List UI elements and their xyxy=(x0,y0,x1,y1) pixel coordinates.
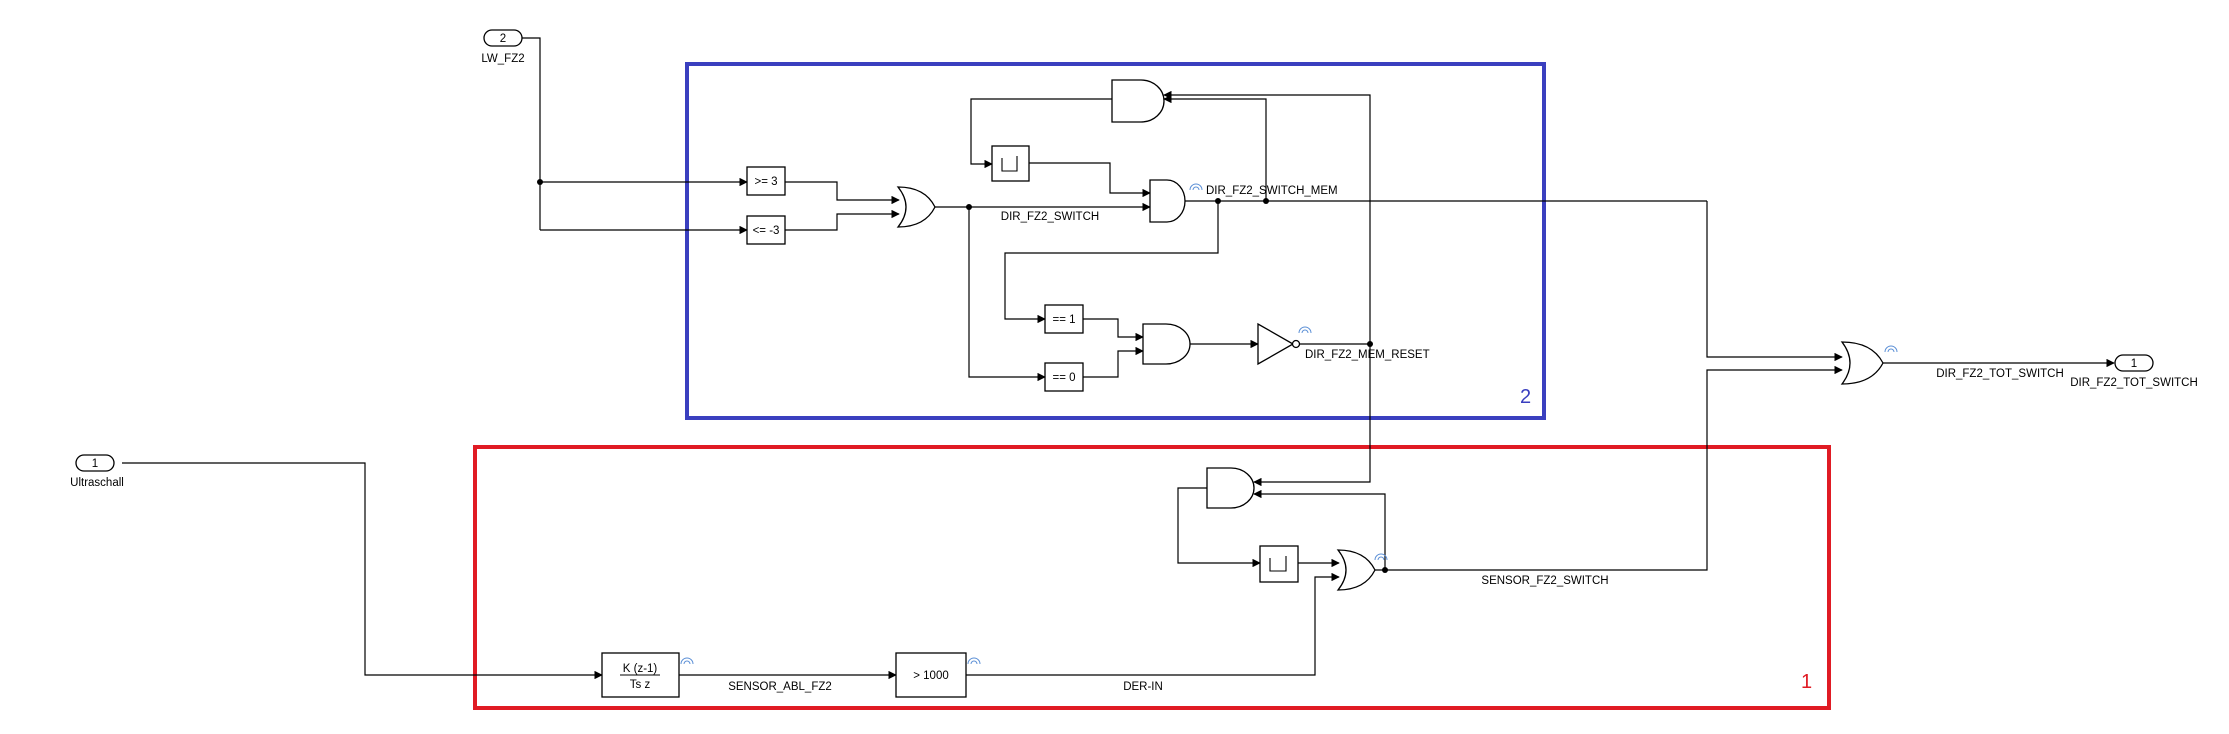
delay-1-icon xyxy=(1001,156,1018,172)
derivative-denominator: Ts z xyxy=(630,679,651,691)
and-gate-1[interactable] xyxy=(1149,179,1186,223)
outport-tot-label: DIR_FZ2_TOT_SWITCH xyxy=(2070,377,2198,389)
compare-ge3-label: >= 3 xyxy=(754,176,777,188)
outport-tot-number: 1 xyxy=(2131,358,2137,370)
delay-2-icon xyxy=(1269,556,1287,572)
signal-der-in[interactable]: DER-IN xyxy=(1123,681,1163,693)
signal-sensor-abl[interactable]: SENSOR_ABL_FZ2 xyxy=(728,681,832,693)
wire-reset-bottom-and xyxy=(1253,344,1371,487)
unit-delay-1[interactable] xyxy=(991,145,1030,182)
and-gate-bottom[interactable] xyxy=(1206,467,1255,509)
inport-ultra-label: Ultraschall xyxy=(70,477,124,489)
wire-eq0-and2 xyxy=(1083,346,1144,378)
compare-gt1000-label: > 1000 xyxy=(913,670,949,682)
wire-mem-to-or-final xyxy=(1706,201,1843,362)
junction-mem-b xyxy=(1263,198,1269,204)
wire-der-in xyxy=(966,572,1340,676)
wire-sensor-switch xyxy=(1375,365,1843,571)
signal-log-icon xyxy=(680,183,1898,665)
wire-lw-down xyxy=(522,37,541,230)
signal-dir-mem-reset[interactable]: DIR_FZ2_MEM_RESET xyxy=(1305,349,1430,361)
wire-mem-eq1 xyxy=(1004,201,1219,324)
compare-gt1000[interactable] xyxy=(895,652,967,698)
area-red-number: 1 xyxy=(1801,671,1812,693)
not-gate[interactable] xyxy=(1257,322,1295,366)
signal-dir-switch[interactable]: DIR_FZ2_SWITCH xyxy=(1001,211,1099,223)
area-blue-number: 2 xyxy=(1520,386,1531,408)
compare-eq0[interactable] xyxy=(1044,362,1084,392)
unit-delay-2[interactable] xyxy=(1259,545,1299,583)
compare-le-neg3[interactable] xyxy=(746,215,786,245)
signal-sensor-switch[interactable]: SENSOR_FZ2_SWITCH xyxy=(1481,575,1608,587)
inport-ultra-number: 1 xyxy=(92,458,98,470)
junction-lw xyxy=(537,179,543,185)
and-gate-2[interactable] xyxy=(1142,323,1191,365)
or-gate-1[interactable] xyxy=(896,186,936,228)
outport-tot-switch[interactable] xyxy=(2114,354,2154,372)
wire-eq1-and2 xyxy=(1083,318,1144,342)
wire-mem-to-top-and xyxy=(1163,94,1267,201)
inport-lw-number: 2 xyxy=(500,33,506,45)
compare-eq1-label: == 1 xyxy=(1052,314,1075,326)
signal-dir-switch-mem[interactable]: DIR_FZ2_SWITCH_MEM xyxy=(1206,185,1338,197)
compare-eq0-label: == 0 xyxy=(1052,372,1075,384)
wire-reset-top-and xyxy=(1163,90,1371,344)
junction-sensor xyxy=(1382,567,1388,573)
compare-ge3[interactable] xyxy=(746,166,786,196)
compare-le-neg3-label: <= -3 xyxy=(753,225,780,237)
compare-eq1[interactable] xyxy=(1044,304,1084,334)
or-gate-final[interactable] xyxy=(1840,341,1884,385)
derivative-numerator: K (z-1) xyxy=(623,663,658,675)
wire-top-and-delay1 xyxy=(970,98,1112,169)
wire-le3-or xyxy=(785,209,900,231)
or-gate-2[interactable] xyxy=(1336,549,1376,591)
area-blue[interactable] xyxy=(685,62,1546,420)
inport-lw-fz2[interactable] xyxy=(483,29,523,47)
wire-ge3-or xyxy=(785,181,900,205)
wire-delay1-and xyxy=(1029,162,1151,198)
not-gate-bubble xyxy=(1291,339,1301,349)
and-gate-top[interactable] xyxy=(1111,79,1165,123)
inport-ultraschall[interactable] xyxy=(75,454,115,472)
wire-ultra xyxy=(122,462,603,680)
signal-dir-tot-switch[interactable]: DIR_FZ2_TOT_SWITCH xyxy=(1936,368,2064,380)
area-red[interactable] xyxy=(473,445,1831,710)
inport-lw-label: LW_FZ2 xyxy=(481,53,524,65)
wire-sensor-bottom-and xyxy=(1253,489,1386,570)
wire-dir-switch-eq0 xyxy=(968,207,1046,382)
wire-bottom-and-delay2 xyxy=(1177,487,1261,568)
